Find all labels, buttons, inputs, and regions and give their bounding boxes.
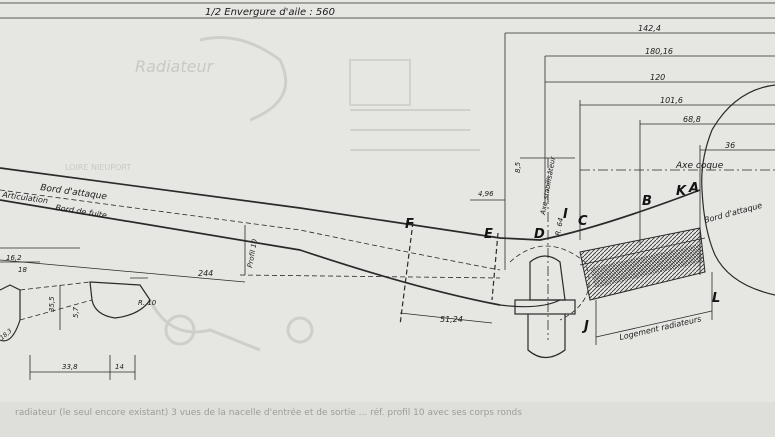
dim-244-line xyxy=(0,259,246,283)
articulation-line xyxy=(0,189,501,271)
logement-dim-line xyxy=(595,310,713,338)
bord-fuite-label: Bord de fuite xyxy=(55,203,108,220)
section-e-line xyxy=(491,232,499,301)
ghost-print: Radiateur LOIRE NIEUPORT xyxy=(65,36,480,352)
bord-attaque-right-label: Bord d'attaque xyxy=(703,201,763,225)
letter-b: B xyxy=(642,194,652,209)
hull-outline xyxy=(701,84,775,296)
dim-14: 14 xyxy=(115,363,124,371)
trailing-edge-line xyxy=(0,199,501,306)
dim-244: 244 xyxy=(198,269,213,278)
dim-36: 36 xyxy=(725,141,735,150)
dim-68: 68,8 xyxy=(683,115,701,124)
dim-35-5: 35,5 xyxy=(48,296,56,312)
axe-stabilisateur-label: Axe stabilisateur xyxy=(539,155,557,216)
footer-note-strip: radiateur (le seul encore existant) 3 vu… xyxy=(0,402,775,437)
ghost-stamp: LOIRE NIEUPORT xyxy=(65,163,131,172)
letter-d: D xyxy=(534,227,545,242)
letter-i: I xyxy=(563,207,568,222)
radiator-centerline xyxy=(579,237,706,266)
radiator-core xyxy=(590,244,703,288)
dim-5124-line xyxy=(399,312,493,324)
dim-4-96: 4,96 xyxy=(478,190,494,198)
profile-10-label: Profil 10 xyxy=(246,238,259,268)
dim-18: 18 xyxy=(18,266,27,274)
axe-coque-label: Axe coque xyxy=(675,161,724,171)
trailing-edge-join xyxy=(499,299,561,308)
drawing-title: 1/2 Envergure d'aile : 560 xyxy=(205,7,335,18)
letter-l: L xyxy=(712,291,720,306)
dim-r64: R. 64 xyxy=(554,217,565,236)
dim-8-5: 8,5 xyxy=(514,161,522,173)
dim-r10: R. 10 xyxy=(138,299,157,307)
letter-f: F xyxy=(405,217,414,232)
dim-51-24: 51,24 xyxy=(440,315,463,324)
dim-5-7: 5,7 xyxy=(72,306,80,318)
dim-18-3: 18,3 xyxy=(0,327,14,341)
ghost-radiator-word: Radiateur xyxy=(135,57,215,76)
letter-k: K xyxy=(676,184,687,199)
dim-33-8: 33,8 xyxy=(62,363,78,371)
nacelle-upper xyxy=(529,255,566,301)
dim-180: 180,16 xyxy=(645,47,673,56)
inner-profile-dash xyxy=(239,274,501,279)
letter-j: J xyxy=(581,319,589,334)
dim-101: 101,6 xyxy=(660,96,683,105)
section-f-line xyxy=(399,221,414,326)
nacelle-mount xyxy=(514,299,576,315)
footer-note: radiateur (le seul encore existant) 3 vu… xyxy=(15,408,522,418)
dim-16-2: 16,2 xyxy=(6,254,22,262)
letter-c: C xyxy=(578,214,588,229)
dim-120: 120 xyxy=(650,73,665,82)
letter-e: E xyxy=(484,227,493,242)
dim-142: 142,4 xyxy=(638,24,661,33)
logement-label: Logement radiateurs xyxy=(618,314,702,342)
letter-a: A xyxy=(688,181,699,196)
leading-edge-line xyxy=(0,167,701,241)
nacelle-lower xyxy=(527,314,566,359)
section-detail: 16,2 18 35,5 5,7 33,8 14 R. 10 18,3 xyxy=(0,247,157,380)
dimension-stack: 142,4 180,16 120 101,6 68,8 36 xyxy=(504,24,775,275)
